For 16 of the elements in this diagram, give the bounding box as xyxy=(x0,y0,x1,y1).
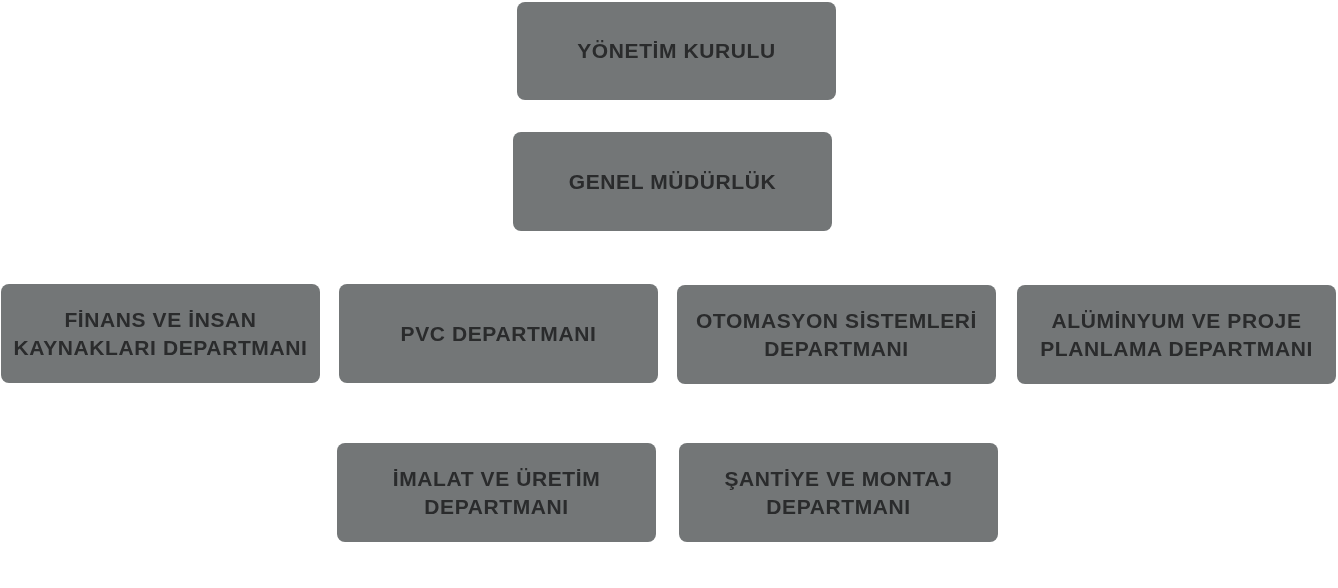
box-label: ALÜMİNYUM VE PROJE PLANLAMA DEPARTMANI xyxy=(1039,307,1314,362)
department-box xyxy=(677,285,996,384)
box-label: FİNANS VE İNSAN KAYNAKLARI DEPARTMANI xyxy=(12,306,309,361)
department-box xyxy=(1017,285,1336,384)
department-box xyxy=(513,132,832,231)
department-box xyxy=(1,284,320,383)
department-box xyxy=(679,443,998,542)
box-label: ŞANTİYE VE MONTAJ DEPARTMANI xyxy=(723,465,954,520)
department-box xyxy=(517,2,836,100)
box-label: İMALAT VE ÜRETİM DEPARTMANI xyxy=(391,465,602,520)
box-label: PVC DEPARTMANI xyxy=(400,320,597,347)
box-label: GENEL MÜDÜRLÜK xyxy=(568,168,777,195)
department-box xyxy=(339,284,658,383)
box-label: YÖNETİM KURULU xyxy=(577,38,776,64)
box-label: OTOMASYON SİSTEMLERİ DEPARTMANI xyxy=(694,307,979,362)
department-box xyxy=(337,443,656,542)
